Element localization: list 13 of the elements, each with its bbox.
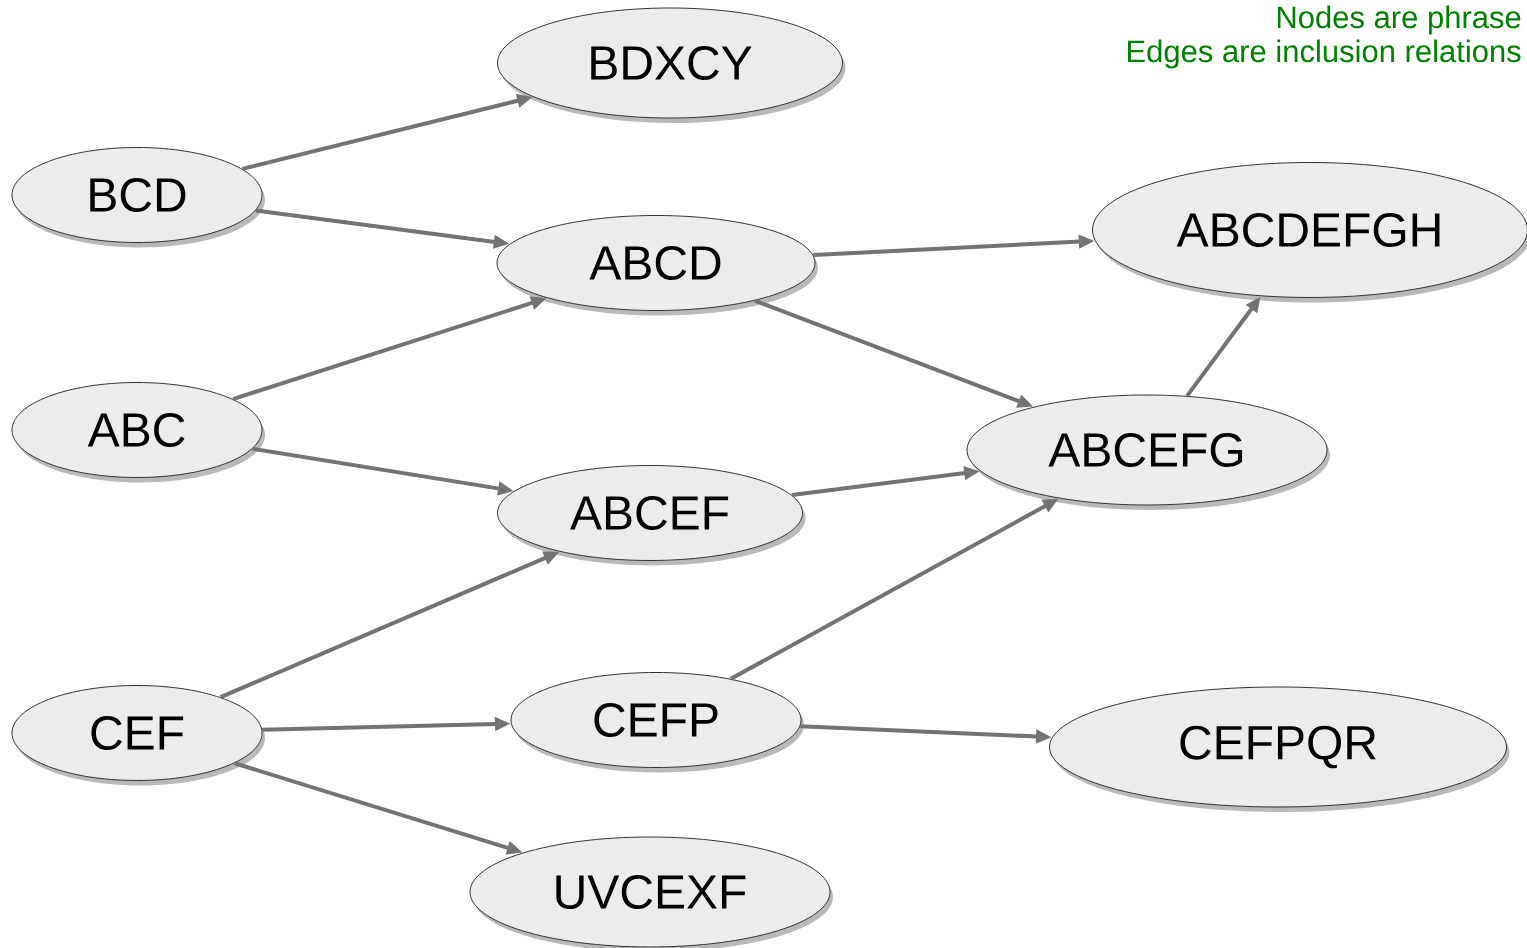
ellipse-node: CEFPQR [1049,686,1510,812]
ellipse-node: BCD [11,147,265,248]
note-text: Edges are inclusion relations [1128,39,1521,69]
ellipse-node: UVCEXF [469,836,833,948]
ellipse-node: BDXCY [497,7,846,123]
ellipse-node: ABCD [496,215,818,316]
ellipse-node: ABCEF [497,465,806,566]
note-text: Nodes are phrase [1277,5,1521,35]
ellipse-node: ABC [11,382,265,483]
ellipse-node: ABCEFG [966,394,1330,510]
ellipse-node: CEFP [510,672,804,773]
ellipse-node: ABCDEFGH [1092,162,1527,303]
ellipse-node: CEF [11,685,265,786]
